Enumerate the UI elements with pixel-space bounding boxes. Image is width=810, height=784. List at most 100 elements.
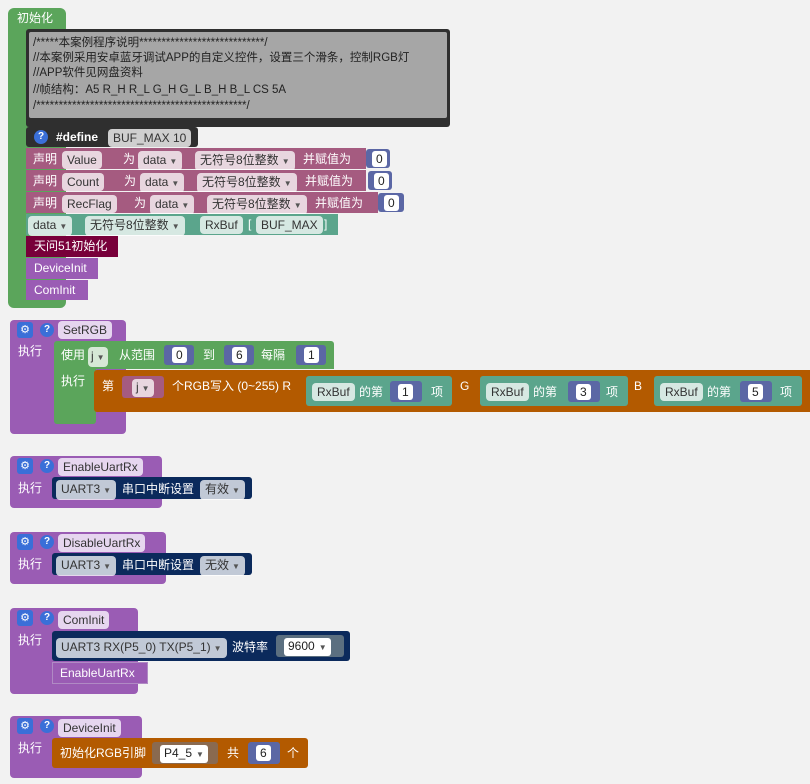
state-dropdown[interactable]: 无效▼ bbox=[200, 556, 245, 576]
uart-pins-dropdown[interactable]: UART3 RX(P5_0) TX(P5_1)▼ bbox=[56, 638, 227, 658]
gear-icon[interactable]: ⚙ bbox=[17, 458, 33, 474]
exec-label: 执行 bbox=[18, 344, 43, 358]
di-of-label: 的第 bbox=[359, 385, 384, 399]
step-label: 每隔 bbox=[261, 348, 286, 362]
subtype-dropdown[interactable]: 无符号8位整数▼ bbox=[195, 151, 295, 171]
var-name-field[interactable]: RecFlag bbox=[62, 195, 117, 213]
exec-label: 执行 bbox=[18, 741, 43, 755]
function-name-field[interactable]: SetRGB bbox=[58, 321, 113, 339]
subtype-dropdown[interactable]: 无符号8位整数▼ bbox=[85, 216, 185, 236]
comment-text-area[interactable] bbox=[29, 32, 447, 118]
rgb-pin-label: 初始化RGB引脚 bbox=[60, 746, 147, 760]
dropdown-arrow-icon: ▼ bbox=[103, 562, 112, 571]
exec-label: 执行 bbox=[18, 481, 43, 495]
idx-dropdown[interactable]: j▼ bbox=[132, 379, 154, 397]
call-cominit-block[interactable] bbox=[26, 280, 88, 300]
count-input[interactable]: 6 bbox=[256, 745, 271, 761]
var-name-field[interactable]: Value bbox=[62, 151, 102, 169]
function-name-field[interactable]: EnableUartRx bbox=[58, 458, 143, 476]
type-dropdown[interactable]: data▼ bbox=[28, 216, 73, 236]
dropdown-arrow-icon: ▼ bbox=[293, 201, 302, 210]
for-loop-side bbox=[54, 368, 96, 410]
gear-icon[interactable]: ⚙ bbox=[17, 534, 33, 550]
buffer-name-field[interactable]: RxBuf bbox=[660, 383, 703, 401]
call-cominit-label: ComInit bbox=[34, 283, 76, 297]
define-keyword: #define bbox=[56, 130, 99, 144]
comment-line: /***************************************… bbox=[33, 100, 250, 112]
type-dropdown[interactable]: data▼ bbox=[138, 151, 183, 171]
dropdown-arrow-icon: ▼ bbox=[96, 353, 105, 362]
baud-label: 波特率 bbox=[232, 640, 269, 654]
dropdown-arrow-icon: ▼ bbox=[232, 486, 240, 495]
loop-var-dropdown[interactable]: j▼ bbox=[88, 347, 108, 367]
g-label: G bbox=[460, 379, 470, 393]
init-hat-label: 初始化 bbox=[17, 11, 54, 25]
dropdown-arrow-icon: ▼ bbox=[169, 157, 178, 166]
for-loop-foot bbox=[54, 410, 96, 424]
assign-label: 并赋值为 bbox=[315, 196, 364, 210]
index-input[interactable]: 1 bbox=[398, 384, 413, 400]
di-of-label: 的第 bbox=[707, 385, 732, 399]
dropdown-arrow-icon: ▼ bbox=[232, 562, 240, 571]
value-input[interactable]: 0 bbox=[384, 195, 399, 211]
help-icon[interactable]: ? bbox=[40, 459, 54, 473]
di-label: 第 bbox=[102, 379, 115, 393]
var-name-field[interactable]: Count bbox=[62, 173, 105, 191]
as-label: 为 bbox=[134, 196, 147, 210]
baud-dropdown[interactable]: 9600▼ bbox=[284, 638, 331, 656]
to-input[interactable]: 6 bbox=[232, 347, 247, 363]
comment-line: /*****本案例程序说明***************************… bbox=[33, 37, 268, 49]
state-dropdown[interactable]: 有效▼ bbox=[200, 480, 245, 500]
function-name-field[interactable]: ComInit bbox=[58, 611, 110, 629]
gear-icon[interactable]: ⚙ bbox=[17, 322, 33, 338]
dropdown-arrow-icon: ▼ bbox=[103, 486, 112, 495]
help-icon[interactable]: ? bbox=[40, 611, 54, 625]
from-input[interactable]: 0 bbox=[172, 347, 187, 363]
call-enable-block[interactable] bbox=[52, 662, 148, 684]
dropdown-arrow-icon: ▼ bbox=[196, 750, 204, 759]
gear-icon[interactable]: ⚙ bbox=[17, 718, 33, 734]
dropdown-arrow-icon: ▼ bbox=[171, 222, 180, 231]
array-size-field[interactable]: BUF_MAX bbox=[256, 216, 323, 234]
help-icon[interactable]: ? bbox=[34, 130, 48, 144]
gear-icon[interactable]: ⚙ bbox=[17, 610, 33, 626]
assign-label: 并赋值为 bbox=[303, 152, 352, 166]
subtype-dropdown[interactable]: 无符号8位整数▼ bbox=[197, 173, 297, 193]
function-name-field[interactable]: DisableUartRx bbox=[58, 534, 146, 552]
b-label: B bbox=[634, 379, 643, 393]
uart-dropdown[interactable]: UART3▼ bbox=[56, 556, 117, 576]
type-dropdown[interactable]: data▼ bbox=[150, 195, 195, 215]
function-name-field[interactable]: DeviceInit bbox=[58, 719, 121, 737]
uart-dropdown[interactable]: UART3▼ bbox=[56, 480, 117, 500]
index-input[interactable]: 5 bbox=[748, 384, 763, 400]
item-label: 项 bbox=[431, 385, 444, 399]
write-label: 个RGB写入 (0~255) R bbox=[172, 379, 292, 393]
exec-label: 执行 bbox=[18, 557, 43, 571]
dropdown-arrow-icon: ▼ bbox=[281, 157, 290, 166]
total-label: 共 bbox=[227, 746, 240, 760]
dropdown-arrow-icon: ▼ bbox=[181, 201, 190, 210]
step-input[interactable]: 1 bbox=[304, 347, 319, 363]
subtype-dropdown[interactable]: 无符号8位整数▼ bbox=[207, 195, 307, 215]
value-input[interactable]: 0 bbox=[372, 151, 387, 167]
value-input[interactable]: 0 bbox=[374, 173, 389, 189]
interrupt-label: 串口中断设置 bbox=[122, 482, 195, 496]
pin-dropdown[interactable]: P4_5▼ bbox=[160, 745, 208, 763]
help-icon[interactable]: ? bbox=[40, 323, 54, 337]
buffer-name-field[interactable]: RxBuf bbox=[486, 383, 529, 401]
tianwen-init-label: 天问51初始化 bbox=[34, 239, 108, 253]
buffer-name-field[interactable]: RxBuf bbox=[312, 383, 355, 401]
tianwen-init-block[interactable] bbox=[26, 236, 118, 257]
call-deviceinit-block[interactable] bbox=[26, 258, 98, 279]
item-label: 项 bbox=[606, 385, 619, 399]
comment-line: //APP软件见网盘资料 bbox=[33, 67, 143, 79]
dropdown-arrow-icon: ▼ bbox=[141, 384, 150, 393]
help-icon[interactable]: ? bbox=[40, 535, 54, 549]
help-icon[interactable]: ? bbox=[40, 719, 54, 733]
array-name-field[interactable]: RxBuf bbox=[200, 216, 243, 234]
index-input[interactable]: 3 bbox=[576, 384, 591, 400]
comment-line: //本案例采用安卓蓝牙调试APP的自定义控件，设置三个滑条，控制RGB灯 bbox=[33, 52, 410, 64]
define-name-field[interactable]: BUF_MAX 10 bbox=[108, 129, 192, 147]
type-dropdown[interactable]: data▼ bbox=[140, 173, 185, 193]
call-deviceinit-label: DeviceInit bbox=[34, 261, 87, 275]
